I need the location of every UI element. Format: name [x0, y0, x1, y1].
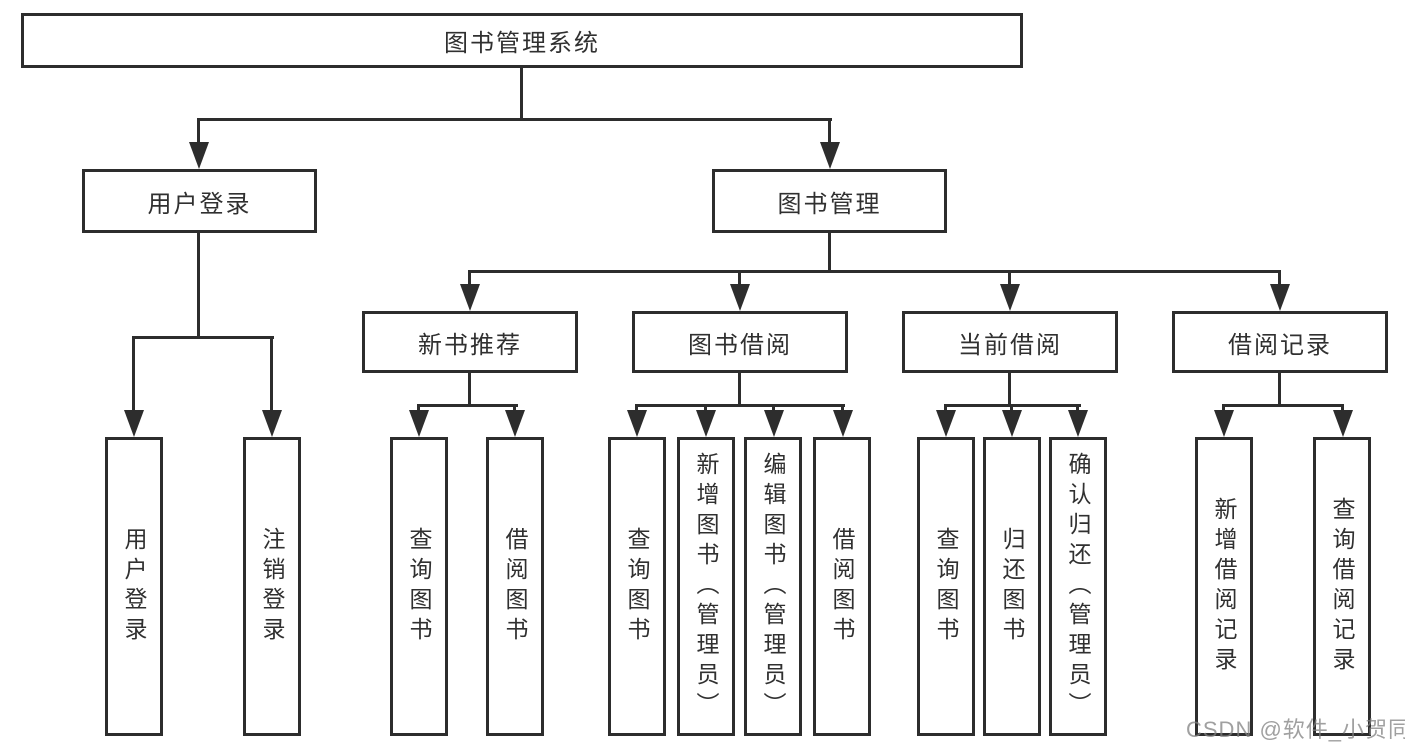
- leaf-confirm-return-admin: 确认归还（管理员）: [1049, 437, 1107, 736]
- arrowhead-new-book-rec: [460, 284, 480, 311]
- leaf-add-borrow-record: 新增借阅记录: [1195, 437, 1253, 736]
- leaf-query-books-current: 查询图书: [917, 437, 975, 736]
- node-new-book-recommend: 新书推荐: [362, 311, 578, 373]
- connector-book-mgmt-crossbar: [468, 270, 1281, 273]
- node-user-login: 用户登录: [82, 169, 317, 233]
- connector-stem-book-borrow: [738, 270, 741, 290]
- connector-stem-book-mgmt: [828, 118, 831, 148]
- connector-stem-new-book-rec: [468, 270, 471, 290]
- leaf-logout: 注销登录: [243, 437, 301, 736]
- connector-stem-leaf-login: [132, 336, 135, 416]
- leaf-query-books-borrow: 查询图书: [608, 437, 666, 736]
- connector-new-book-rec-crossbar: [417, 404, 518, 407]
- arrowhead-query-books-borrow: [627, 410, 647, 437]
- leaf-borrow-book: 借阅图书: [813, 437, 871, 736]
- connector-user-login-stem: [197, 233, 200, 339]
- connector-book-borrow-crossbar: [635, 404, 845, 407]
- arrowhead-return-book: [1002, 410, 1022, 437]
- node-root-library-system: 图书管理系统: [21, 13, 1023, 68]
- arrowhead-confirm-return: [1068, 410, 1088, 437]
- arrowhead-borrow-records: [1270, 284, 1290, 311]
- arrowhead-book-borrow: [730, 284, 750, 311]
- arrowhead-leaf-logout: [262, 410, 282, 437]
- connector-stem-leaf-logout: [270, 336, 273, 416]
- connector-current-borrow-stem: [1008, 373, 1011, 407]
- connector-root-crossbar: [197, 118, 832, 121]
- leaf-borrow-book-rec: 借阅图书: [486, 437, 544, 736]
- connector-book-mgmt-stem: [828, 233, 831, 273]
- arrowhead-query-books-rec: [409, 410, 429, 437]
- arrowhead-borrow-book: [833, 410, 853, 437]
- arrowhead-leaf-login: [124, 410, 144, 437]
- connector-stem-user-login: [197, 118, 200, 148]
- leaf-return-book: 归还图书: [983, 437, 1041, 736]
- connector-stem-current-borrow: [1008, 270, 1011, 290]
- leaf-query-books-rec: 查询图书: [390, 437, 448, 736]
- connector-book-borrow-stem: [738, 373, 741, 407]
- arrowhead-query-books-current: [936, 410, 956, 437]
- connector-user-login-crossbar: [132, 336, 274, 339]
- node-borrow-records: 借阅记录: [1172, 311, 1388, 373]
- leaf-user-login: 用户登录: [105, 437, 163, 736]
- node-current-borrowing: 当前借阅: [902, 311, 1118, 373]
- arrowhead-borrow-book-rec: [505, 410, 525, 437]
- leaf-edit-book-admin: 编辑图书（管理员）: [744, 437, 802, 736]
- node-book-management: 图书管理: [712, 169, 947, 233]
- csdn-watermark: CSDN @软件_小贺同学: [1186, 717, 1405, 742]
- connector-new-book-rec-stem: [468, 373, 471, 407]
- arrowhead-current-borrow: [1000, 284, 1020, 311]
- leaf-add-book-admin: 新增图书（管理员）: [677, 437, 735, 736]
- arrowhead-book-mgmt: [820, 142, 840, 169]
- arrowhead-add-book: [696, 410, 716, 437]
- arrowhead-edit-book: [764, 410, 784, 437]
- arrowhead-add-borrow-record: [1214, 410, 1234, 437]
- node-book-borrowing: 图书借阅: [632, 311, 848, 373]
- connector-stem-borrow-records: [1278, 270, 1281, 290]
- arrowhead-query-borrow-record: [1333, 410, 1353, 437]
- connector-root-stem: [520, 68, 523, 121]
- leaf-query-borrow-record: 查询借阅记录: [1313, 437, 1371, 736]
- connector-borrow-records-stem: [1278, 373, 1281, 407]
- connector-borrow-records-crossbar: [1222, 404, 1344, 407]
- arrowhead-user-login: [189, 142, 209, 169]
